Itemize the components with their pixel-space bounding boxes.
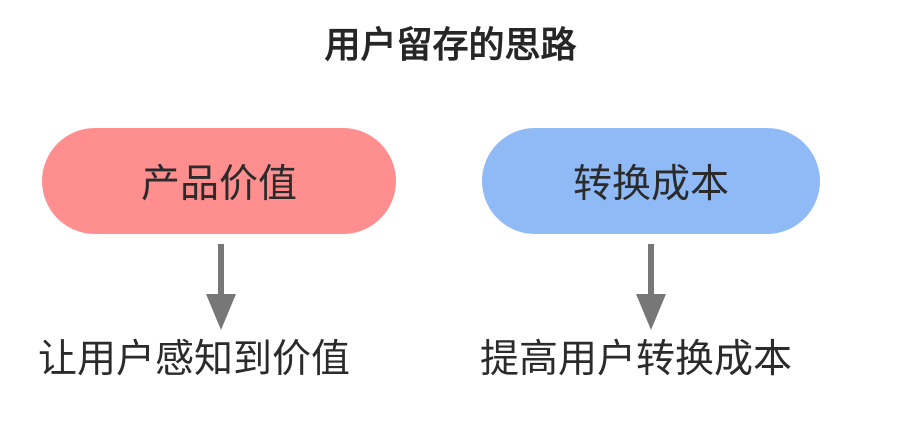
raise-switching-cost-text: 提高用户转换成本 [480, 337, 793, 382]
diagram-title: 用户留存的思路 [324, 25, 577, 66]
down-arrow-icon [636, 244, 666, 330]
switching-cost-label: 转换成本 [572, 162, 729, 207]
perceive-value-text: 让用户感知到价值 [38, 337, 351, 382]
switching-cost-node: 转换成本 [482, 128, 820, 234]
product-value-label: 产品价值 [140, 162, 297, 207]
down-arrow-icon [206, 244, 236, 330]
product-value-node: 产品价值 [42, 128, 396, 234]
